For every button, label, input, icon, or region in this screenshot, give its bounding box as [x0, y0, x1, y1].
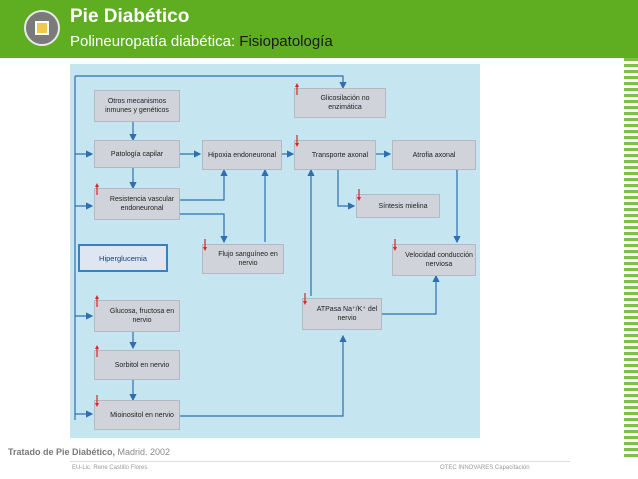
arrow-up-icon	[95, 295, 99, 307]
node-resistencia-vascular: Resistencia vascular endoneuronal	[94, 183, 180, 220]
subtitle-highlight: Fisiopatología	[239, 33, 333, 50]
node-atrofia-label: Atrofia axonal	[412, 151, 456, 159]
arrow-resistencia-flujo	[180, 213, 228, 244]
node-mioinositol: Mioinositol en nervio	[94, 395, 180, 430]
node-sintesis-mielina: Síntesis mielina	[356, 189, 440, 218]
slide-subtitle: Polineuropatía diabética: Fisiopatología	[70, 33, 333, 50]
arrow-up-icon	[295, 83, 299, 95]
node-patologia-capilar: Patología capilar	[94, 140, 180, 168]
arrow-down-icon	[357, 189, 361, 201]
arrow-to-glicosilacion	[75, 75, 347, 90]
node-velocidad-conduccion: Velocidad conducción nerviosa	[392, 239, 476, 276]
node-glicosilacion: Glicosilación no enzimática	[294, 83, 386, 118]
node-patologia-label: Patología capilar	[110, 150, 164, 158]
node-transporte-axonal: Transporte axonal	[294, 135, 376, 170]
arrow-up-icon	[95, 183, 99, 195]
node-atpasa: ATPasa Na⁺/K⁺ del nervio	[302, 293, 382, 330]
arrow-atpasa-velocidad	[382, 274, 440, 315]
node-flujo-sanguineo: Flujo sanguíneo en nervio	[202, 239, 284, 274]
decorative-side-bar	[624, 58, 638, 458]
footer-author: EU-Lic. Rene Castillo Flores	[72, 465, 148, 471]
slide-title: Pie Diabético	[70, 6, 190, 27]
node-otros-label: Otros mecanismos inmunes y genéticos	[105, 98, 169, 114]
node-hiperglucemia-label: Hiperglucemia	[99, 253, 147, 263]
caption-source: Tratado de Pie Diabético,	[8, 447, 116, 457]
node-otros-mecanismos: Otros mecanismos inmunes y genéticos	[94, 90, 180, 122]
footer-organization: OTEC INNOVARES Capacitación	[440, 465, 530, 471]
arrow-resistencia-hipoxia	[180, 168, 228, 201]
header-bar: Pie Diabético Polineuropatía diabética: …	[0, 0, 638, 58]
node-hipoxia-label: Hipoxia endoneuronal	[207, 151, 277, 159]
node-flujo-label: Flujo sanguíneo en nervio	[218, 251, 278, 267]
footer-divider	[70, 461, 570, 462]
node-atpasa-label: ATPasa Na⁺/K⁺ del nervio	[316, 306, 378, 322]
arrow-up-icon	[95, 345, 99, 357]
arrow-down-icon	[303, 293, 307, 305]
node-transporte-label: Transporte axonal	[311, 151, 369, 159]
arrow-transporte-sintesis	[337, 170, 356, 210]
source-caption: Tratado de Pie Diabético, Madrid. 2002	[8, 447, 170, 457]
node-sorbitol-label: Sorbitol en nervio	[114, 361, 170, 369]
arrow-down-icon	[95, 395, 99, 407]
node-sorbitol: Sorbitol en nervio	[94, 345, 180, 380]
node-glicosilacion-label: Glicosilación no enzimática	[320, 95, 370, 111]
caption-place: Madrid. 2002	[115, 447, 171, 457]
logo-icon	[24, 10, 60, 46]
arrow-mioinositol-atpasa	[180, 334, 347, 417]
diagram-connectors	[74, 75, 461, 420]
node-mioinositol-label: Mioinositol en nervio	[110, 411, 174, 419]
arrow-down-icon	[295, 135, 299, 147]
node-velocidad-label: Velocidad conducción nerviosa	[405, 252, 473, 268]
node-hiperglucemia: Hiperglucemia	[78, 244, 168, 272]
node-glucosa-fructosa: Glucosa, fructosa en nervio	[94, 295, 180, 332]
pathophysiology-diagram: Otros mecanismos inmunes y genéticos Pat…	[70, 64, 480, 438]
node-resistencia-label: Resistencia vascular endoneuronal	[109, 196, 175, 212]
node-sintesis-label: Síntesis mielina	[378, 202, 428, 210]
arrow-down-icon	[203, 239, 207, 251]
node-atrofia-axonal: Atrofia axonal	[392, 140, 476, 170]
subtitle-prefix: Polineuropatía diabética:	[70, 33, 240, 50]
node-hipoxia: Hipoxia endoneuronal	[202, 140, 282, 170]
arrow-down-icon	[393, 239, 397, 251]
node-glucosa-label: Glucosa, fructosa en nervio	[109, 308, 175, 324]
